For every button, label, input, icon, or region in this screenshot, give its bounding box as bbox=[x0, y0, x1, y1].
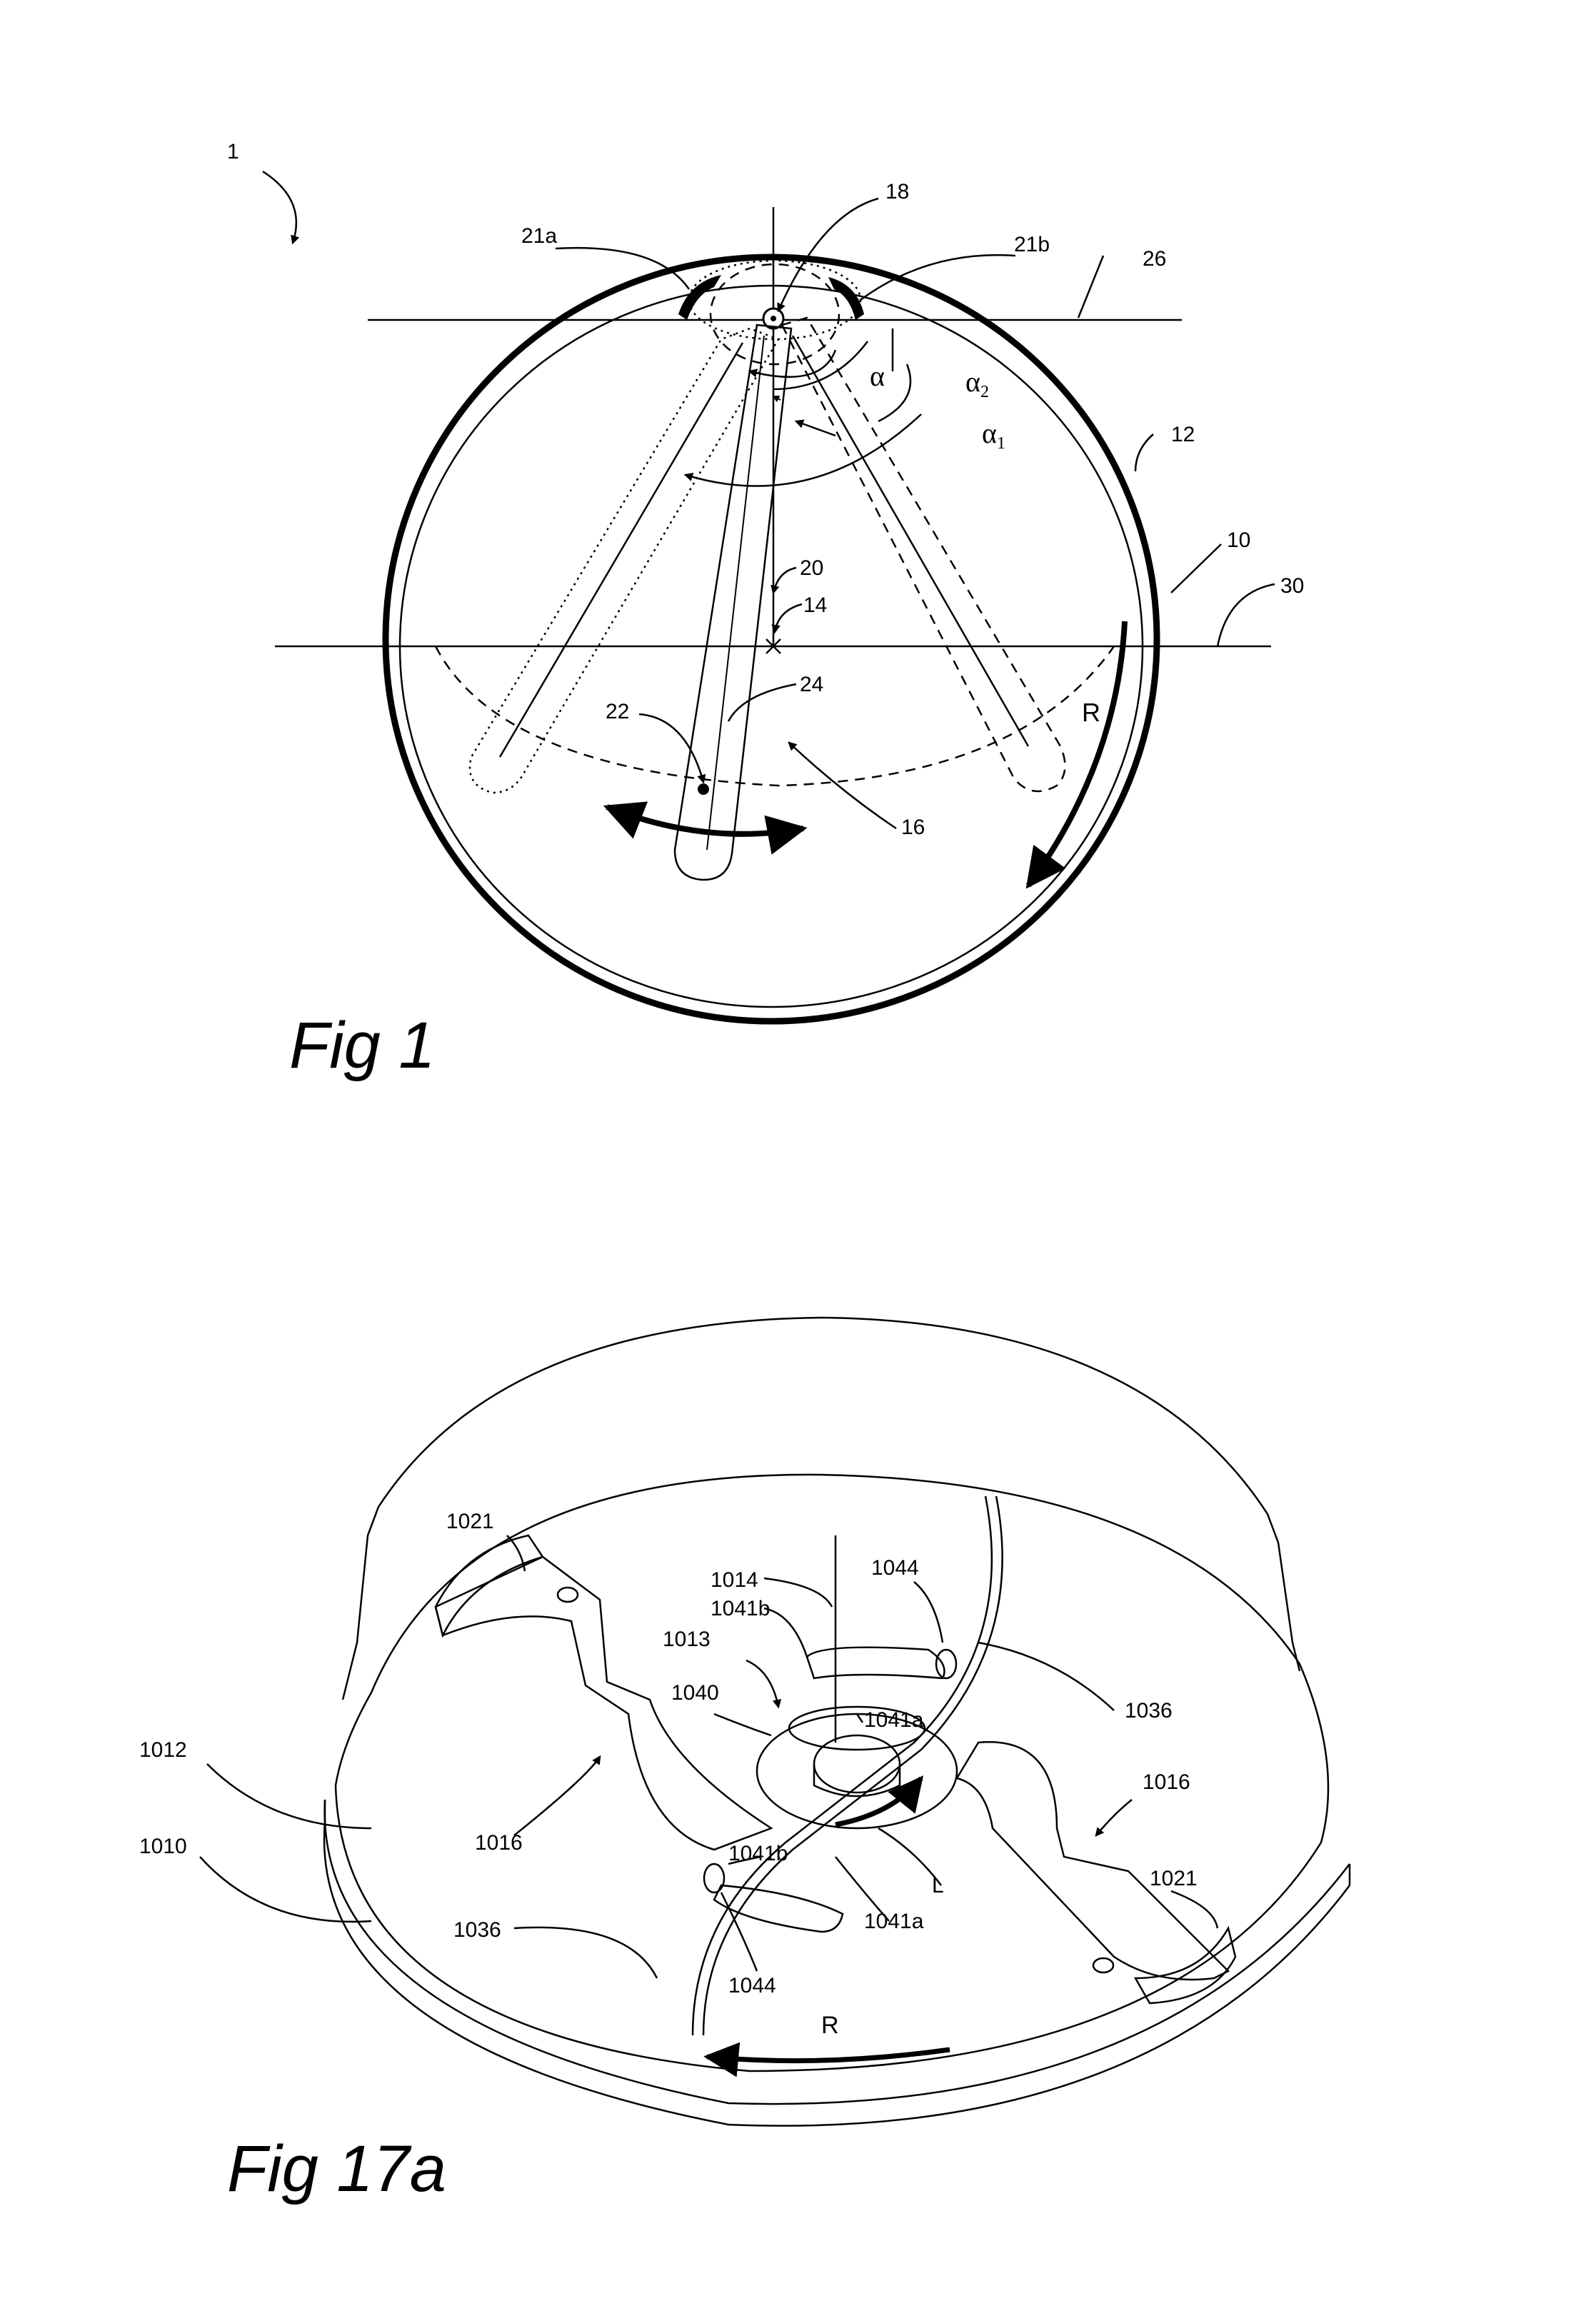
label-1044-top: 1044 bbox=[871, 1556, 919, 1580]
angle-alpha1-line bbox=[794, 419, 836, 437]
label-1036-right: 1036 bbox=[1125, 1699, 1173, 1723]
center-14 bbox=[766, 638, 781, 654]
arm-left-dotted bbox=[468, 327, 780, 794]
arm-left-solid-edge bbox=[498, 342, 744, 758]
arm-middle-solid bbox=[673, 324, 793, 881]
label-24: 24 bbox=[800, 673, 823, 696]
label-14: 14 bbox=[803, 593, 827, 617]
label-12: 12 bbox=[1171, 423, 1195, 446]
arm-1016-left bbox=[434, 1555, 773, 1851]
pin-1044-top bbox=[935, 1648, 958, 1680]
base-plate-1010 bbox=[323, 1820, 1350, 2127]
label-1021-right: 1021 bbox=[1150, 1867, 1198, 1890]
dome-outline bbox=[377, 1316, 1269, 1515]
sweep-arc-16 bbox=[434, 646, 1115, 787]
rotation-arrow-R bbox=[1025, 621, 1128, 889]
inner-rim-1012 bbox=[334, 1785, 1323, 2072]
rotation-arrow-R-fig17a bbox=[703, 2042, 950, 2077]
label-1041a-top: 1041a bbox=[864, 1708, 924, 1732]
label-1: 1 bbox=[227, 140, 239, 164]
arm-right-dashed bbox=[781, 316, 1066, 793]
label-20: 20 bbox=[800, 556, 823, 580]
hub-collar-1013 bbox=[788, 1705, 926, 1751]
arm-right-solid-edge bbox=[791, 335, 1030, 747]
hub-disc-1040 bbox=[756, 1713, 958, 1830]
angle-alpha1 bbox=[683, 413, 922, 487]
hub-rotation-arrow bbox=[835, 1775, 924, 1828]
caption-fig1: Fig 1 bbox=[289, 1009, 436, 1082]
angle-alpha2 bbox=[748, 349, 837, 379]
caption-fig17a: Fig 17a bbox=[227, 2132, 446, 2205]
slot-bottom bbox=[713, 1884, 844, 1933]
label-10: 10 bbox=[1227, 528, 1250, 552]
label-1014: 1014 bbox=[711, 1568, 758, 1592]
figure-17a: 1021 1014 1044 1041b 1013 1040 1041a 103… bbox=[139, 1316, 1351, 2205]
label-1041a-bottom: 1041a bbox=[864, 1910, 924, 1933]
contact-1021-right bbox=[1133, 1925, 1237, 2005]
arm-1016-right bbox=[955, 1741, 1230, 1981]
label-alpha1: α1 bbox=[982, 417, 1005, 453]
slot-top bbox=[805, 1646, 945, 1680]
figure-1: 1 18 21a 21b 26 12 10 30 20 14 24 22 16 … bbox=[227, 140, 1304, 1082]
contact-21b bbox=[828, 277, 864, 320]
point-22 bbox=[698, 783, 709, 795]
label-1040: 1040 bbox=[671, 1681, 719, 1705]
bowl-outer-10 bbox=[382, 254, 1160, 1025]
label-R-fig1: R bbox=[1082, 698, 1100, 727]
pivot-housing-dashed bbox=[709, 263, 840, 366]
label-22: 22 bbox=[606, 700, 629, 723]
label-1013: 1013 bbox=[663, 1628, 711, 1651]
angle-alpha bbox=[773, 341, 869, 391]
label-1010: 1010 bbox=[139, 1835, 187, 1858]
label-L: L bbox=[932, 1874, 944, 1898]
blade-1036 bbox=[691, 1495, 993, 2036]
label-18: 18 bbox=[885, 180, 909, 204]
label-30: 30 bbox=[1280, 574, 1304, 598]
label-alpha2: α2 bbox=[965, 366, 989, 401]
label-1021-left: 1021 bbox=[446, 1510, 494, 1533]
contact-1021-left bbox=[434, 1534, 544, 1638]
label-1041b-top: 1041b bbox=[711, 1597, 770, 1620]
label-1041b-bottom: 1041b bbox=[728, 1842, 788, 1865]
label-26: 26 bbox=[1143, 247, 1166, 271]
pin-1044-bottom bbox=[703, 1863, 726, 1894]
oscillation-arrow bbox=[603, 801, 808, 855]
label-1036-left: 1036 bbox=[453, 1918, 501, 1942]
label-16: 16 bbox=[901, 816, 925, 839]
label-21b: 21b bbox=[1014, 233, 1050, 256]
contact-21a bbox=[678, 275, 721, 320]
label-21a: 21a bbox=[521, 224, 557, 248]
label-alpha: α bbox=[870, 360, 885, 392]
label-R-fig17a: R bbox=[821, 2012, 839, 2039]
label-1012: 1012 bbox=[139, 1738, 187, 1762]
label-1044-bottom: 1044 bbox=[728, 1974, 776, 1997]
label-1016-left: 1016 bbox=[475, 1831, 523, 1855]
label-1016-right: 1016 bbox=[1143, 1770, 1190, 1794]
